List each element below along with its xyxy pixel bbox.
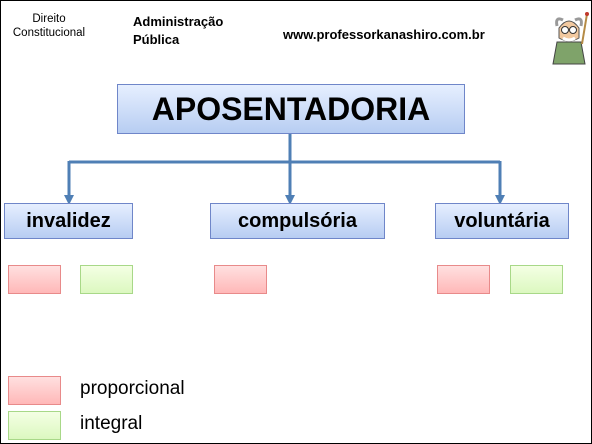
website-label: www.professorkanashiro.com.br [283,27,485,42]
legend-integral-label: integral [80,413,143,434]
compulsoria-proporcional-marker [214,265,267,294]
node-invalidez: invalidez [4,203,133,239]
subject-line-2: Constitucional [12,27,86,39]
professor-mascot-icon [552,12,589,65]
voluntaria-integral-marker [510,265,563,294]
invalidez-proporcional-marker [8,265,61,294]
course-label: Administração Pública [133,13,223,49]
legend-proporcional-swatch [8,376,61,405]
voluntaria-proporcional-marker [437,265,490,294]
node-compulsoria: compulsória [210,203,385,239]
subject-label: Direito Constitucional [4,12,94,40]
legend-integral-swatch [8,411,61,440]
root-node-aposentadoria: APOSENTADORIA [117,84,465,134]
course-line-1: Administração [133,14,224,29]
course-line-2: Pública [133,32,180,47]
subject-line-1: Direito [32,13,66,25]
legend-proporcional-label: proporcional [80,378,185,399]
invalidez-integral-marker [80,265,133,294]
node-voluntaria: voluntária [435,203,569,239]
